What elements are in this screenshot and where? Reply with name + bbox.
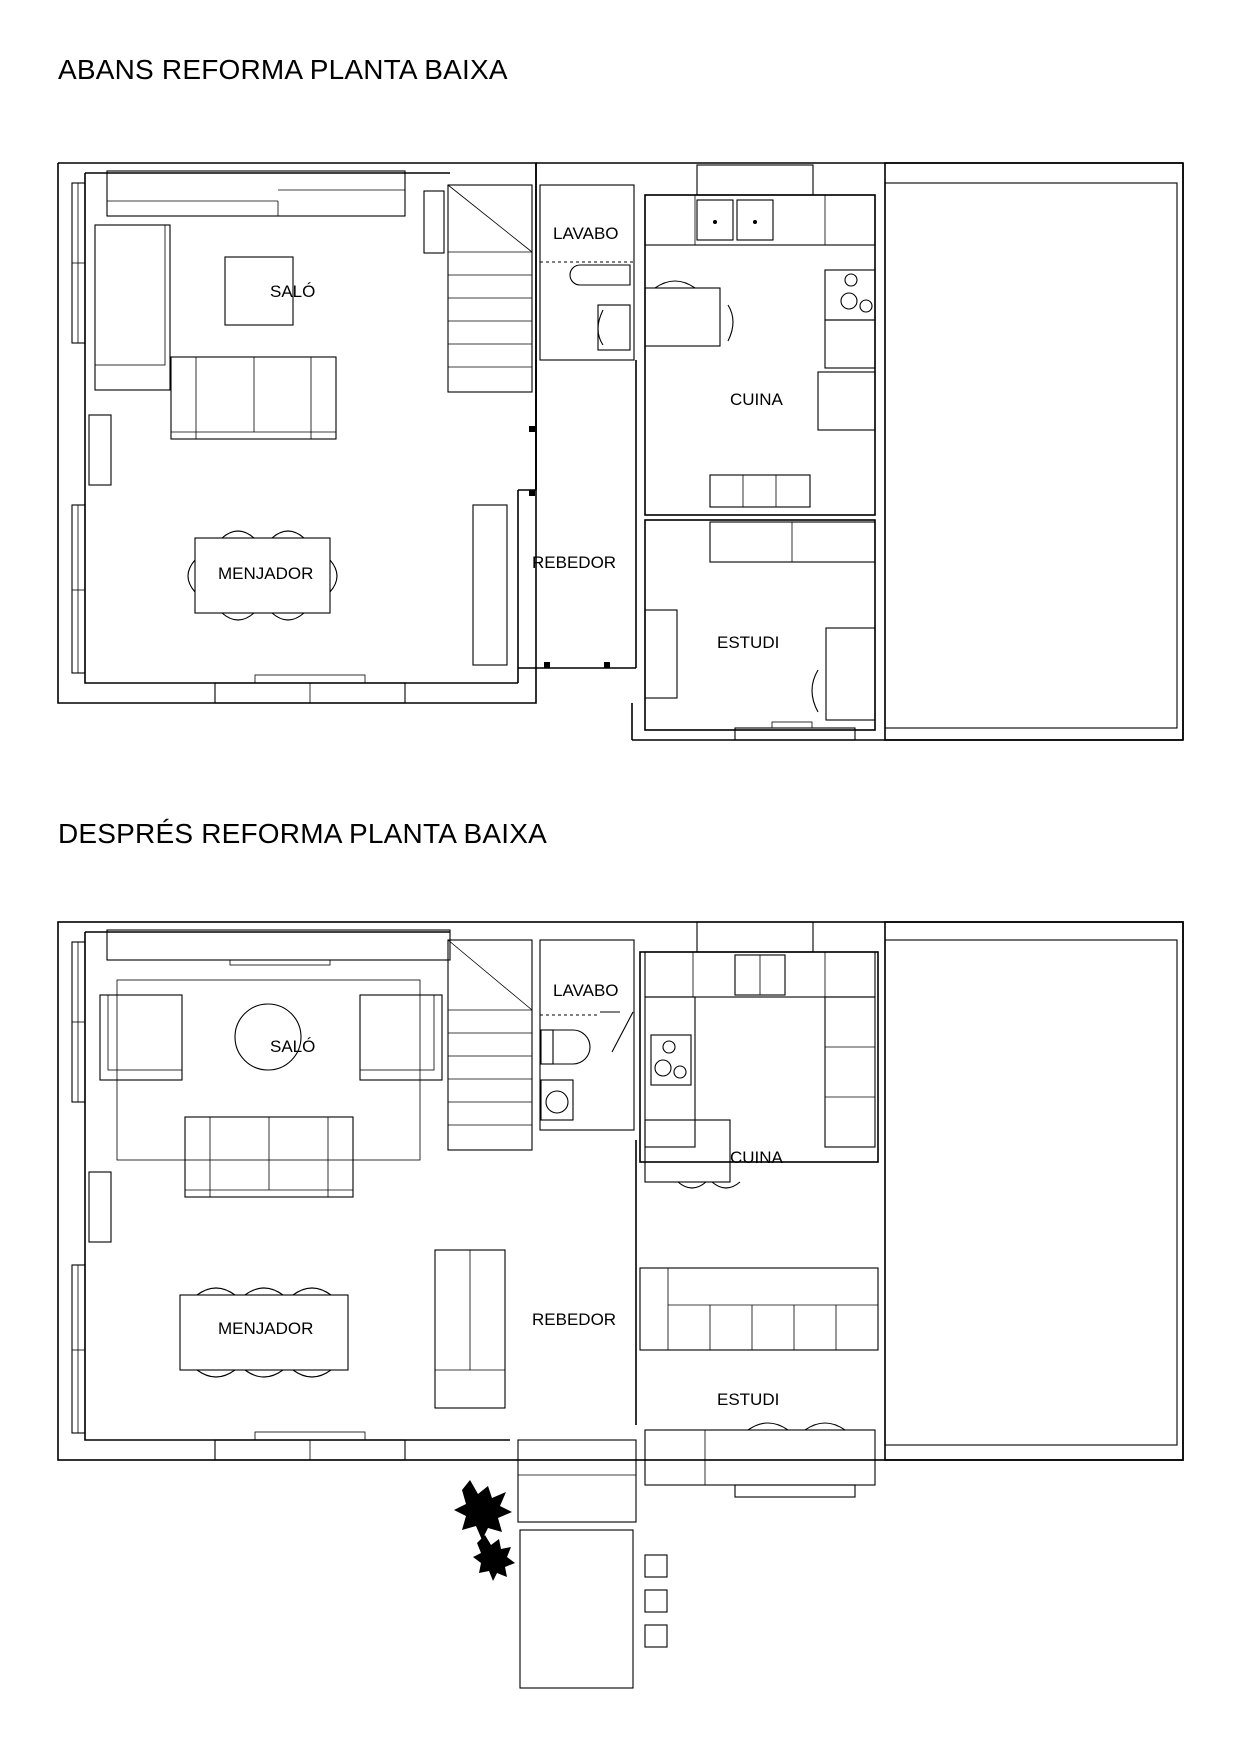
stairs-after (447, 939, 533, 1151)
room-label-rebedor-after: REBEDOR (532, 1310, 616, 1329)
room-label-estudi: ESTUDI (717, 633, 779, 652)
stairs (423, 184, 533, 393)
outer-walls (57, 162, 1184, 741)
room-label-cuina-after: CUINA (730, 1148, 784, 1167)
estudi: ESTUDI (644, 519, 876, 741)
room-label-menjador: MENJADOR (218, 564, 313, 583)
room-label-menjador-after: MENJADOR (218, 1319, 313, 1338)
wardrobe-after (434, 1249, 506, 1409)
outer-walls-after (57, 921, 1184, 1461)
room-label-salo: SALÓ (270, 282, 315, 301)
lavabo-after: LAVABO (539, 939, 635, 1131)
estudi-after: ESTUDI (644, 1390, 876, 1498)
title-after: DESPRÉS REFORMA PLANTA BAIXA (58, 818, 547, 849)
central-block: LAVABO REBEDOR (518, 163, 637, 669)
cabinet (472, 504, 508, 666)
room-label-lavabo: LAVABO (553, 224, 619, 243)
room-label-cuina: CUINA (730, 390, 784, 409)
rebedor-after: REBEDOR (532, 1140, 879, 1425)
room-label-rebedor: REBEDOR (532, 553, 616, 572)
garage-outline (884, 162, 1184, 741)
cuina: CUINA (644, 164, 876, 516)
room-label-estudi-after: ESTUDI (717, 1390, 779, 1409)
bottom-window (214, 674, 406, 704)
cuina-after: CUINA (639, 921, 879, 1189)
room-label-lavabo-after: LAVABO (553, 981, 619, 1000)
top-cabinet-after (106, 929, 451, 966)
menjador-after: MENJADOR (179, 1287, 349, 1378)
left-windows-after (71, 941, 112, 1434)
garage-outline-after (884, 921, 1184, 1461)
garage-inner-after (884, 939, 1178, 1446)
salo-furniture: SALÓ (94, 224, 337, 440)
exterior-after (454, 1480, 668, 1689)
room-label-salo-after: SALÓ (270, 1037, 315, 1056)
title-before: ABANS REFORMA PLANTA BAIXA (58, 54, 508, 85)
salo-furniture-after: SALÓ (99, 979, 443, 1198)
menjador-furniture: MENJADOR (187, 530, 338, 621)
entrance-after (517, 1439, 637, 1523)
plan-before: SALÓ MENJADOR (57, 162, 1184, 741)
left-windows (71, 182, 112, 674)
garage-inner (884, 182, 1178, 729)
top-sideboard (106, 170, 406, 217)
bottom-window-after (214, 1431, 406, 1461)
plan-after: SALÓ MENJADOR LAVABO (57, 921, 1184, 1689)
